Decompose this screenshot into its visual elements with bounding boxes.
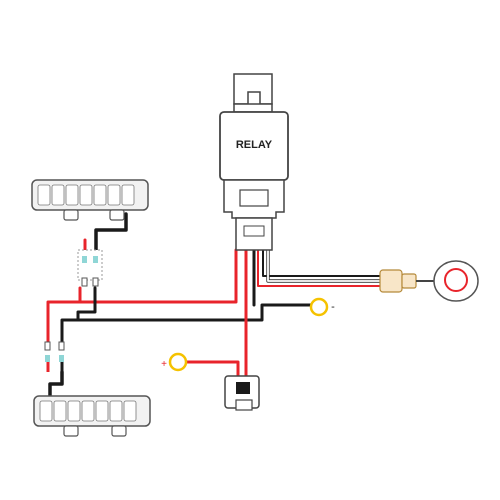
- led-light-bar-bottom: [33, 395, 151, 437]
- connector-pin: [81, 277, 88, 287]
- relay-mounting-tab: [233, 73, 273, 105]
- switch-rocker: [444, 268, 468, 292]
- light-bar-bottom-leds: [39, 400, 137, 422]
- relay-label: RELAY: [236, 139, 273, 151]
- black-wire-relay-to-switch: [262, 249, 393, 277]
- connector-pin: [59, 355, 64, 362]
- red-wire-fuse-to-battery: [185, 360, 240, 380]
- black-wire-light-bar-bottom-pigtail: [48, 370, 64, 398]
- connector-pin: [93, 256, 98, 263]
- fuse-holder-cap: [235, 399, 253, 411]
- ring-terminal-icon: [168, 352, 188, 372]
- connector-pin: [82, 256, 87, 263]
- relay: RELAY: [219, 73, 289, 251]
- wires: [46, 212, 394, 398]
- black-wire-ground-main: [76, 286, 320, 322]
- relay-tab-base: [233, 103, 273, 113]
- red-wire-relay-to-light-bar-top: [78, 248, 238, 304]
- fuse-holder-slot: [236, 382, 250, 394]
- black-wire-light-bar-top-pigtail: [94, 212, 128, 252]
- red-wire-relay-to-light-bar-bottom: [46, 300, 82, 344]
- light-bar-top-leds: [37, 184, 135, 206]
- led-light-bar-top: [31, 179, 149, 221]
- rocker-switch: [379, 260, 479, 302]
- fuse-holder: [224, 375, 260, 411]
- ring-terminal-icon: [309, 297, 329, 317]
- switch-wire-connector: [379, 269, 403, 293]
- red-wire-relay-to-switch: [257, 249, 393, 287]
- switch-wire-connector-nose: [401, 273, 417, 289]
- connector-pin: [58, 341, 65, 351]
- connector-pin: [45, 355, 50, 362]
- light-bar-top-mounts: [63, 209, 125, 221]
- light-bar-top-connector: [77, 249, 103, 287]
- connector-pin: [92, 277, 99, 287]
- ring-terminal-negative: -: [309, 297, 335, 317]
- relay-socket-inner: [239, 189, 269, 207]
- terminal-positive-label: +: [161, 359, 167, 370]
- connector-pin: [44, 341, 51, 351]
- relay-connector-latch: [243, 225, 265, 237]
- ring-terminal-positive: +: [161, 352, 188, 372]
- light-bar-bottom-connector: [44, 341, 65, 372]
- terminal-negative-label: -: [331, 301, 335, 313]
- light-bar-bottom-mounts: [63, 425, 127, 437]
- white-wire-relay-to-switch: [267, 249, 393, 282]
- black-wire-ground-bottom-bar: [60, 318, 80, 344]
